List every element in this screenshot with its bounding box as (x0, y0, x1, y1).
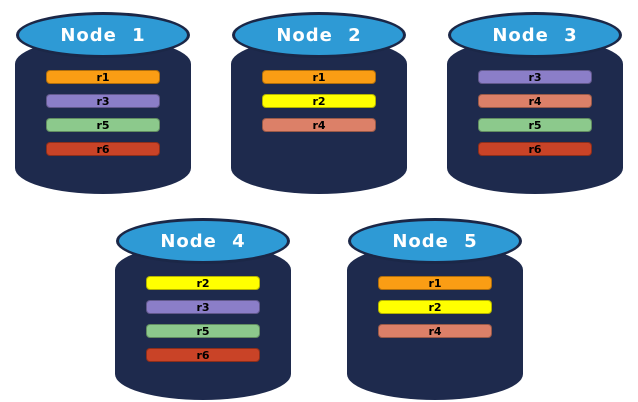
replica-list: r3 r4 r5 r6 (447, 70, 623, 156)
replica-bar-r2: r2 (262, 94, 376, 108)
node-row-1: Node 1 r1 r3 r5 r6 Node 2 r1 r2 r4 Node … (0, 0, 638, 196)
node-node-3: Node 3 r3 r4 r5 r6 (447, 6, 623, 196)
replica-label: r4 (528, 94, 542, 108)
replica-bar-r1: r1 (378, 276, 492, 290)
replica-label: r2 (428, 300, 442, 314)
replica-label: r1 (312, 70, 326, 84)
replica-label: r4 (312, 118, 326, 132)
replica-list: r1 r2 r4 (231, 70, 407, 132)
replica-bar-r2: r2 (146, 276, 260, 290)
replica-label: r5 (196, 324, 210, 338)
replica-label: r1 (428, 276, 442, 290)
database-cylinder-top-icon: Node 5 (348, 218, 522, 264)
replica-bar-r5: r5 (146, 324, 260, 338)
replica-label: r3 (528, 70, 542, 84)
replica-label: r3 (96, 94, 110, 108)
database-cylinder-top-icon: Node 3 (448, 12, 622, 58)
node-row-2: Node 4 r2 r3 r5 r6 Node 5 r1 r2 r4 (0, 196, 638, 402)
replica-label: r5 (528, 118, 542, 132)
node-label: Node 1 (60, 24, 146, 46)
replica-label: r1 (96, 70, 110, 84)
replica-bar-r6: r6 (478, 142, 592, 156)
node-label: Node 5 (392, 230, 478, 252)
database-cylinder-top-icon: Node 1 (16, 12, 190, 58)
replica-bar-r2: r2 (378, 300, 492, 314)
database-cylinder-body-icon (15, 38, 191, 194)
database-cylinder-body-icon (447, 38, 623, 194)
replica-list: r2 r3 r5 r6 (115, 276, 291, 362)
replica-label: r2 (196, 276, 210, 290)
replica-bar-r5: r5 (478, 118, 592, 132)
replica-label: r3 (196, 300, 210, 314)
node-label: Node 2 (276, 24, 362, 46)
database-cylinder-top-icon: Node 2 (232, 12, 406, 58)
replica-bar-r6: r6 (46, 142, 160, 156)
replica-bar-r4: r4 (378, 324, 492, 338)
replica-bar-r1: r1 (262, 70, 376, 84)
replica-label: r2 (312, 94, 326, 108)
node-node-4: Node 4 r2 r3 r5 r6 (115, 212, 291, 402)
database-cylinder-body-icon (231, 38, 407, 194)
replica-label: r6 (196, 348, 210, 362)
node-node-2: Node 2 r1 r2 r4 (231, 6, 407, 196)
node-label: Node 3 (492, 24, 578, 46)
node-node-1: Node 1 r1 r3 r5 r6 (15, 6, 191, 196)
replica-label: r4 (428, 324, 442, 338)
replica-bar-r6: r6 (146, 348, 260, 362)
database-cylinder-body-icon (347, 244, 523, 400)
database-cylinder-top-icon: Node 4 (116, 218, 290, 264)
replica-bar-r3: r3 (146, 300, 260, 314)
database-cylinder-body-icon (115, 244, 291, 400)
replica-label: r6 (528, 142, 542, 156)
replica-bar-r3: r3 (478, 70, 592, 84)
replica-bar-r3: r3 (46, 94, 160, 108)
replica-label: r5 (96, 118, 110, 132)
replica-bar-r5: r5 (46, 118, 160, 132)
replica-list: r1 r2 r4 (347, 276, 523, 338)
replica-label: r6 (96, 142, 110, 156)
replica-bar-r1: r1 (46, 70, 160, 84)
node-label: Node 4 (160, 230, 246, 252)
replica-bar-r4: r4 (478, 94, 592, 108)
replica-bar-r4: r4 (262, 118, 376, 132)
node-node-5: Node 5 r1 r2 r4 (347, 212, 523, 402)
replica-list: r1 r3 r5 r6 (15, 70, 191, 156)
